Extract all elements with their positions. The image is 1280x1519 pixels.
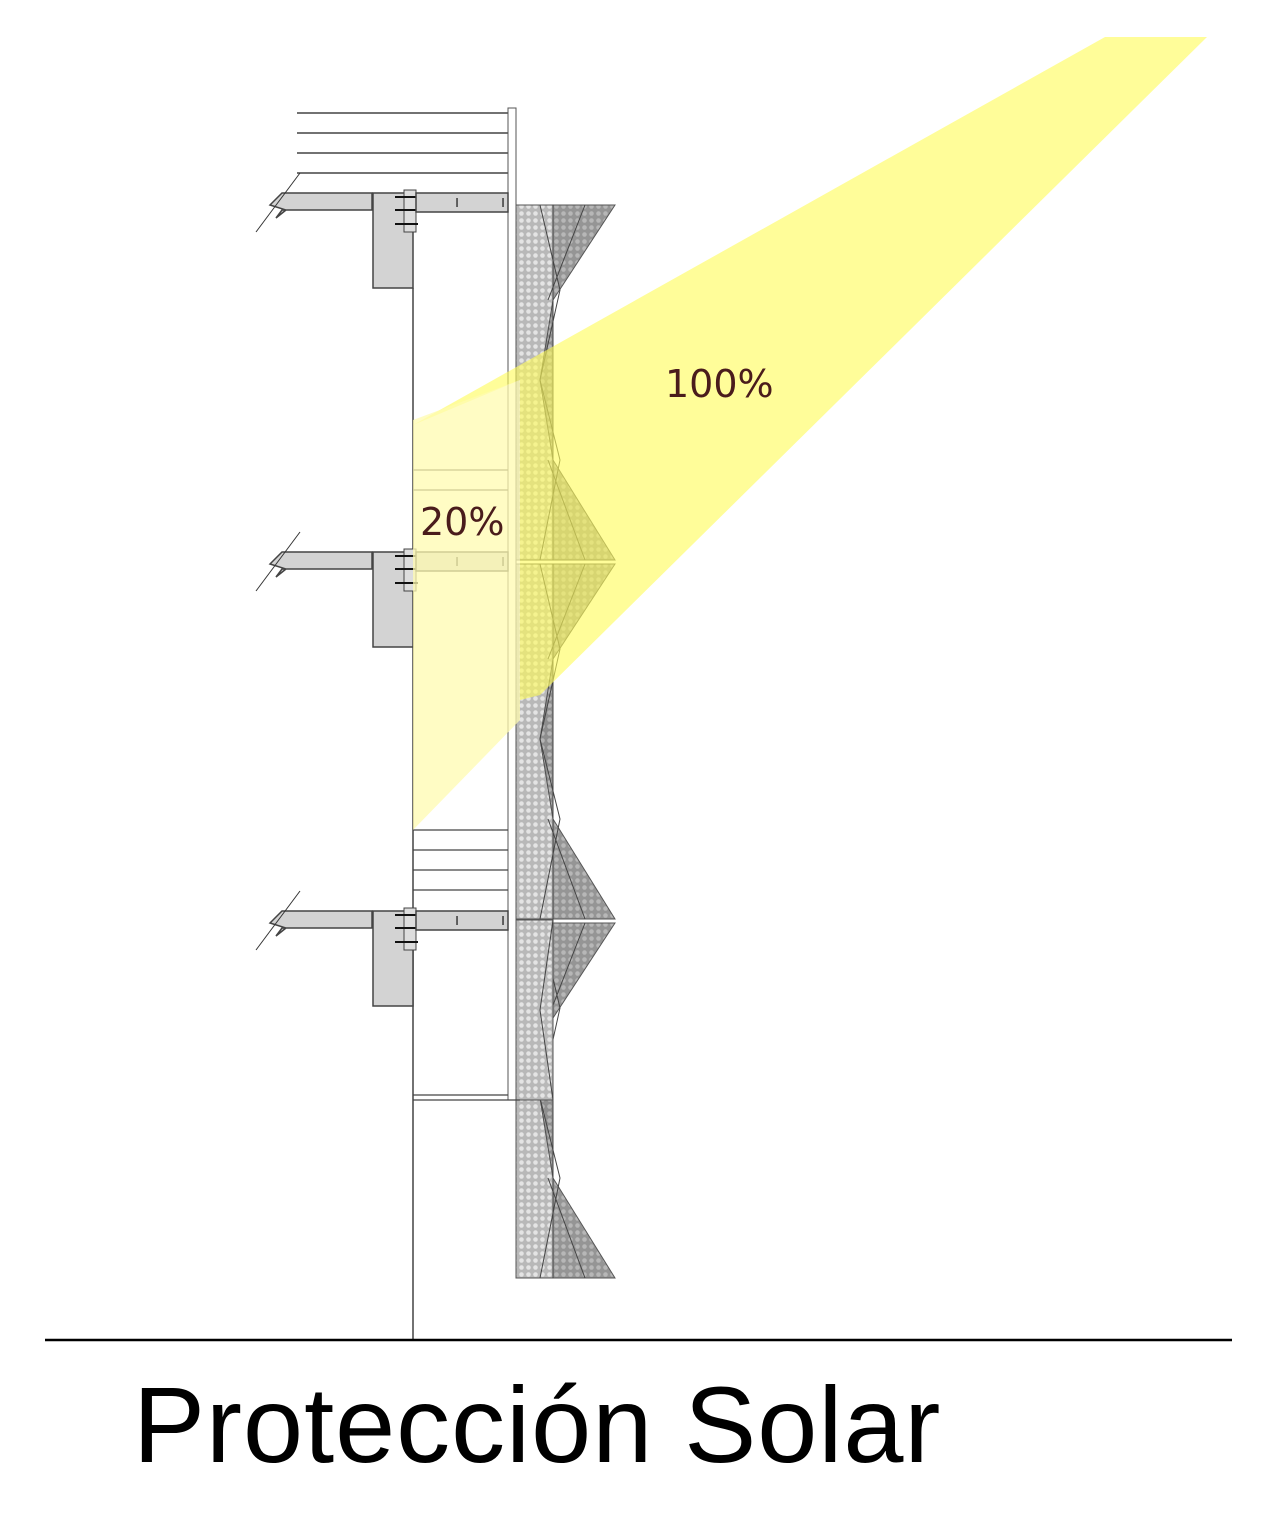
sun-beam-direct [413, 37, 1207, 700]
filtered-light-label: 20% [420, 500, 505, 544]
sun-beam-filtered [413, 380, 520, 830]
diagram-title: Protección Solar [133, 1364, 942, 1485]
top-railing [297, 112, 515, 174]
floor-module-3 [255, 890, 616, 1279]
direct-light-label: 100% [665, 362, 774, 406]
